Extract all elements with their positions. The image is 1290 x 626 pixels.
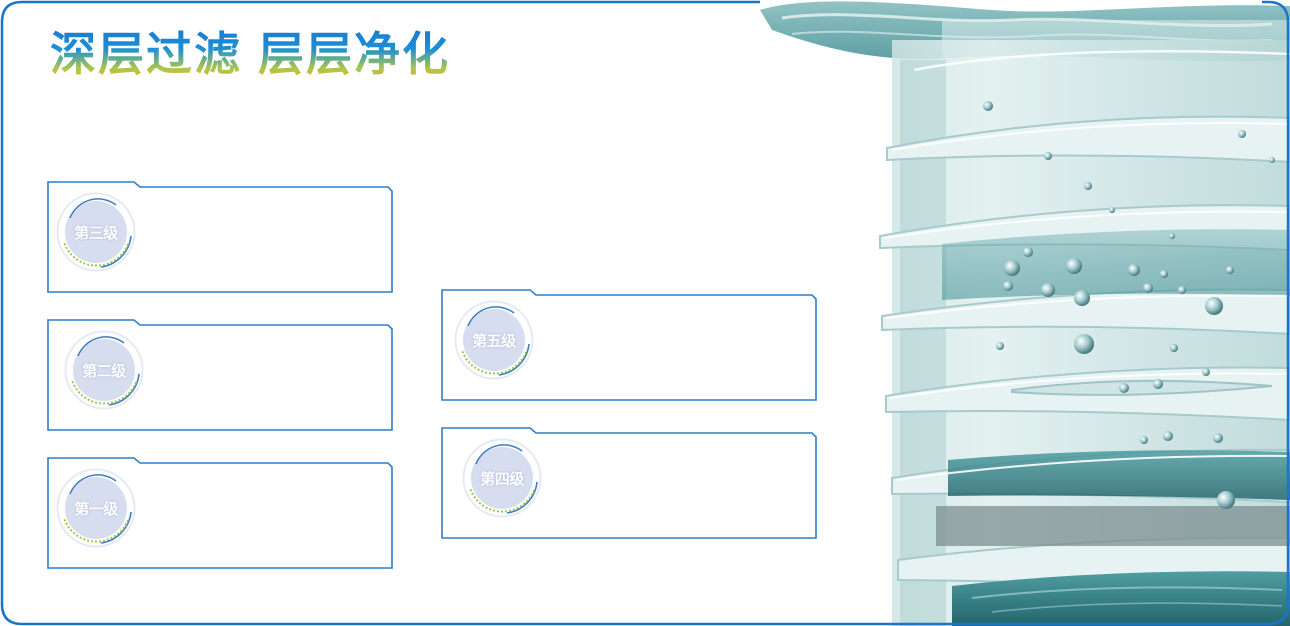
stage-label: 第五级 — [472, 331, 516, 350]
stage-label: 第二级 — [82, 361, 126, 380]
stage-card-5: 第五级 — [440, 286, 818, 404]
stage-card-3: 第三级 — [46, 178, 394, 296]
stage-badge-3: 第三级 — [56, 192, 136, 272]
filter-tower-illustration — [760, 1, 1290, 626]
stage-badge-1: 第一级 — [56, 468, 136, 548]
stage-badge-2: 第二级 — [64, 330, 144, 410]
stage-label: 第三级 — [74, 223, 118, 242]
title-part-1: 深层过滤 — [50, 27, 242, 81]
page-title: 深层过滤层层净化 — [50, 22, 450, 86]
stage-badge-5: 第五级 — [454, 300, 534, 380]
stage-card-4: 第四级 — [440, 424, 818, 542]
stage-badge-4: 第四级 — [462, 438, 542, 518]
title-part-2: 层层净化 — [258, 27, 450, 81]
stage-label: 第一级 — [74, 499, 118, 518]
stage-card-2: 第二级 — [46, 316, 394, 434]
stage-label: 第四级 — [480, 469, 524, 488]
stage-card-1: 第一级 — [46, 454, 394, 572]
